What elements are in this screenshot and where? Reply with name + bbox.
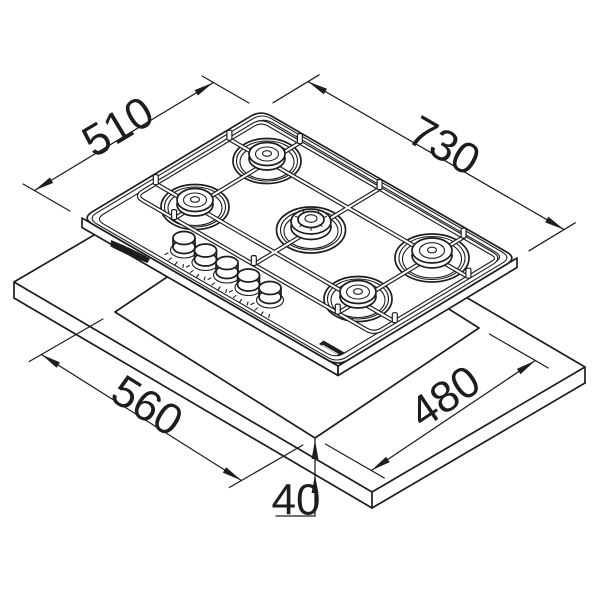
burner-cap-front — [339, 279, 377, 309]
burner-cap-right — [411, 237, 453, 269]
extension-lines-730 — [272, 74, 576, 252]
arrowhead-40-top — [311, 440, 319, 459]
burner-cap-center-wok — [290, 208, 332, 241]
dim-line-480 — [370, 359, 536, 472]
control-knob-5 — [250, 280, 285, 319]
dim-line-730 — [307, 80, 565, 231]
burner-cap-back-left — [248, 141, 286, 171]
extension-lines-510 — [22, 75, 250, 212]
gas-inlet — [110, 240, 150, 263]
dim-label-worktop-thickness: 40 — [272, 476, 321, 525]
arrowhead-480-right — [516, 360, 536, 375]
control-knob-3 — [207, 255, 242, 294]
hob — [81, 112, 518, 377]
arrowhead-510-bottom — [34, 177, 54, 191]
arrowhead-510-top — [194, 82, 214, 96]
extension-lines-480 — [324, 333, 549, 479]
dim-line-40 — [275, 437, 316, 517]
burner-cap-left — [176, 187, 214, 217]
burner-caps — [176, 141, 453, 309]
control-knobs — [164, 230, 285, 319]
grid-posts — [152, 129, 472, 324]
dim-line-560 — [40, 353, 243, 482]
arrowhead-730-right — [545, 216, 565, 230]
arrowhead-560-right — [222, 467, 242, 481]
arrowhead-480-left — [371, 456, 390, 471]
arrowhead-560-left — [41, 354, 60, 368]
control-knob-1 — [164, 230, 199, 269]
dimension-worktop-thickness: 40 — [272, 437, 321, 525]
arrowhead-40-bottom — [311, 475, 319, 493]
arrowhead-730-left — [308, 81, 327, 95]
worktop-corner-edges — [13, 281, 586, 509]
control-knob-4 — [228, 268, 263, 306]
brand-logo — [319, 340, 345, 356]
dim-line-510 — [33, 81, 215, 192]
hob-edge-lip-line — [91, 115, 508, 361]
